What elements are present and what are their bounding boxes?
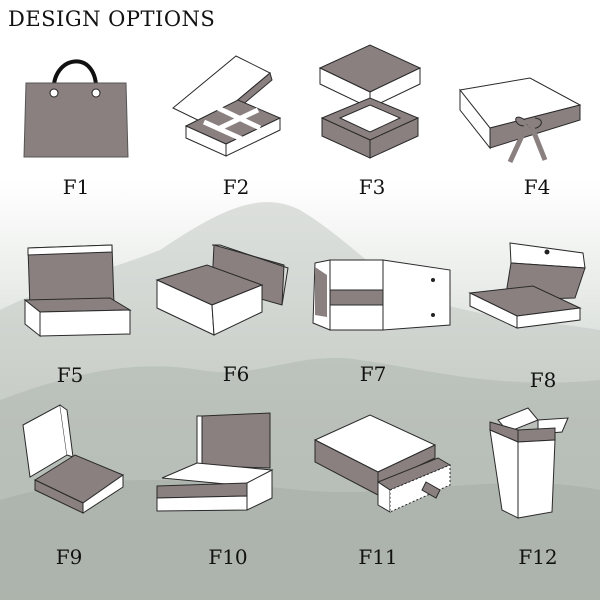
drawer-box-icon xyxy=(313,414,452,513)
collapsible-box-icon xyxy=(312,259,451,331)
option-label: F9 xyxy=(55,545,83,569)
misty-mountain-background xyxy=(0,202,600,600)
option-label: F7 xyxy=(359,362,387,386)
mailer-box-icon xyxy=(23,244,132,338)
option-label: F6 xyxy=(222,362,250,386)
shopping-bag-icon xyxy=(23,59,129,158)
option-label: F1 xyxy=(62,175,90,199)
option-f4[interactable]: F4 xyxy=(455,70,585,200)
option-f12[interactable]: F12 xyxy=(480,400,595,570)
tray-and-lid-box-icon xyxy=(155,244,289,336)
option-label: F5 xyxy=(56,363,84,387)
option-f7[interactable]: F7 xyxy=(305,255,455,386)
option-f11[interactable]: F11 xyxy=(310,410,460,570)
option-label: F2 xyxy=(222,175,250,199)
ribbon-box-icon xyxy=(459,77,582,164)
option-f2[interactable]: F2 xyxy=(168,28,293,200)
folding-flap-box-icon xyxy=(22,404,125,514)
option-label: F4 xyxy=(523,175,551,199)
option-f8[interactable]: F8 xyxy=(465,238,590,393)
option-f3[interactable]: F3 xyxy=(310,40,435,200)
option-f10[interactable]: F10 xyxy=(152,408,282,570)
magnetic-flap-box-icon xyxy=(468,242,586,329)
book-style-box-icon xyxy=(156,412,274,512)
option-f9[interactable]: F9 xyxy=(15,395,140,570)
divided-box-icon xyxy=(172,55,282,157)
option-f1[interactable]: F1 xyxy=(14,45,139,200)
option-label: F8 xyxy=(529,368,557,392)
page-title: DESIGN OPTIONS xyxy=(8,7,216,31)
option-label: F3 xyxy=(358,175,386,199)
option-f5[interactable]: F5 xyxy=(20,240,135,387)
option-label: F10 xyxy=(208,545,248,569)
tuck-end-box-icon xyxy=(489,407,569,519)
lid-and-base-box-icon xyxy=(318,44,422,159)
option-f6[interactable]: F6 xyxy=(152,240,292,386)
option-label: F12 xyxy=(518,545,558,569)
option-label: F11 xyxy=(358,545,398,569)
